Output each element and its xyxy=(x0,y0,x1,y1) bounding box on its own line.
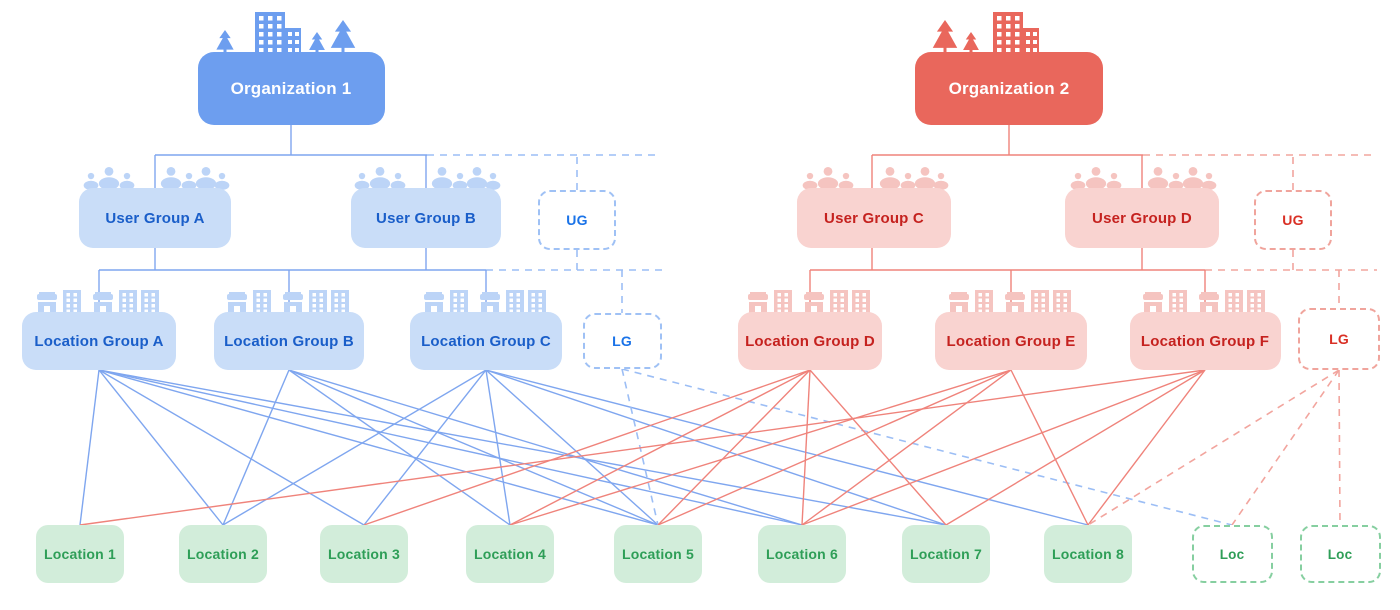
node-label: Location Group B xyxy=(224,332,354,350)
edge-lgC-loc4 xyxy=(485,369,511,526)
node-label: Location Group C xyxy=(421,332,551,350)
storefronts-icon xyxy=(748,288,872,314)
edge-lgA-loc2 xyxy=(98,369,224,526)
edge-lgA-loc7 xyxy=(98,369,947,526)
node-label: Location 6 xyxy=(765,546,838,562)
node-label: UG xyxy=(1282,212,1304,228)
edge-lgB-loc6 xyxy=(288,369,803,526)
node-ugA: User Group A xyxy=(79,188,231,248)
storefronts-icon xyxy=(227,288,351,314)
node-locd2: Loc xyxy=(1299,525,1381,583)
edge-lgC-loc8 xyxy=(485,369,1089,526)
user-group-people-icon xyxy=(79,164,231,190)
edge-lgD-loc6 xyxy=(801,369,811,526)
trees-building-icon xyxy=(211,10,371,54)
edge-lgE-loc8 xyxy=(1010,369,1089,526)
edge-lgC-loc5 xyxy=(485,369,659,526)
edge-lgdb-loc5 xyxy=(621,368,659,526)
node-lgC: Location Group C xyxy=(410,312,562,370)
edge-lgE-loc5 xyxy=(657,369,1012,526)
edge-lgdr-locd2 xyxy=(1338,369,1341,526)
edge-lgA-loc5 xyxy=(98,369,659,526)
edge-lgF-loc8 xyxy=(1087,369,1206,526)
node-ugB: User Group B xyxy=(351,188,501,248)
node-ugdr: UG xyxy=(1254,190,1332,250)
storefronts-icon xyxy=(949,288,1073,314)
node-org1: Organization 1 xyxy=(197,52,385,125)
node-label: Location 2 xyxy=(186,546,259,562)
edge-lgE-loc4 xyxy=(509,369,1012,526)
storefronts-icon xyxy=(37,288,161,314)
node-lgB: Location Group B xyxy=(214,312,364,370)
node-loc5: Location 5 xyxy=(614,525,702,583)
edge-lgF-loc6 xyxy=(801,369,1206,526)
node-label: Location 5 xyxy=(621,546,694,562)
edge-lgdb-locd1 xyxy=(621,368,1233,526)
node-loc1: Location 1 xyxy=(36,525,124,583)
node-lgdr: LG xyxy=(1298,308,1380,370)
edge-lgB-loc4 xyxy=(288,369,511,526)
node-label: Location 8 xyxy=(1051,546,1124,562)
user-group-people-icon xyxy=(350,164,502,190)
node-label: Loc xyxy=(1327,546,1353,562)
node-locd1: Loc xyxy=(1191,525,1273,583)
edge-lgE-loc6 xyxy=(801,369,1012,526)
node-lgF: Location Group F xyxy=(1129,312,1281,370)
user-group-people-icon xyxy=(798,164,950,190)
node-label: Location Group A xyxy=(34,332,164,350)
edge-lgC-loc2 xyxy=(222,369,487,526)
node-label: Location Group F xyxy=(1140,332,1270,350)
node-lgdb: LG xyxy=(582,313,662,369)
edge-lgB-loc5 xyxy=(288,369,659,526)
edge-lgF-loc1 xyxy=(79,369,1206,526)
user-group-people-icon xyxy=(1066,164,1218,190)
edge-lgD-loc5 xyxy=(657,369,811,526)
edge-lgB-loc2 xyxy=(222,369,290,526)
edge-lgD-loc3 xyxy=(363,369,811,526)
node-ugdb: UG xyxy=(538,190,616,250)
node-label: Location 3 xyxy=(327,546,400,562)
node-label: Organization 1 xyxy=(230,78,352,98)
node-label: UG xyxy=(566,212,588,228)
node-lgE: Location Group E xyxy=(935,312,1087,370)
node-label: Organization 2 xyxy=(948,78,1070,98)
node-loc6: Location 6 xyxy=(758,525,846,583)
node-loc8: Location 8 xyxy=(1044,525,1132,583)
node-lgA: Location Group A xyxy=(22,312,176,370)
node-label: Location 7 xyxy=(909,546,982,562)
node-label: LG xyxy=(612,333,632,349)
node-label: User Group B xyxy=(376,209,476,227)
edge-lgF-loc7 xyxy=(945,369,1206,526)
node-loc7: Location 7 xyxy=(902,525,990,583)
node-label: User Group D xyxy=(1092,209,1192,227)
node-loc4: Location 4 xyxy=(466,525,554,583)
trees-building-icon xyxy=(929,10,1089,54)
edge-lgA-loc6 xyxy=(98,369,803,526)
node-label: User Group A xyxy=(105,209,205,227)
edge-lgD-loc7 xyxy=(809,369,947,526)
node-ugC: User Group C xyxy=(797,188,951,248)
node-ugD: User Group D xyxy=(1065,188,1219,248)
node-label: Location Group D xyxy=(745,332,875,350)
node-loc2: Location 2 xyxy=(179,525,267,583)
node-label: Loc xyxy=(1219,546,1245,562)
node-org2: Organization 2 xyxy=(915,52,1103,125)
edge-lgC-loc3 xyxy=(363,369,487,526)
node-lgD: Location Group D xyxy=(738,312,882,370)
node-label: LG xyxy=(1329,331,1349,347)
storefronts-icon xyxy=(424,288,548,314)
node-label: Location 1 xyxy=(43,546,116,562)
edge-lgD-loc4 xyxy=(509,369,811,526)
edge-lgdr-locd1 xyxy=(1231,369,1340,526)
node-label: Location Group E xyxy=(946,332,1076,350)
storefronts-icon xyxy=(1143,288,1267,314)
node-loc3: Location 3 xyxy=(320,525,408,583)
edge-lgA-loc1 xyxy=(79,369,100,526)
node-label: User Group C xyxy=(824,209,924,227)
edge-lgdr-loc8 xyxy=(1087,369,1340,526)
node-label: Location 4 xyxy=(473,546,546,562)
edge-lgA-loc3 xyxy=(98,369,365,526)
